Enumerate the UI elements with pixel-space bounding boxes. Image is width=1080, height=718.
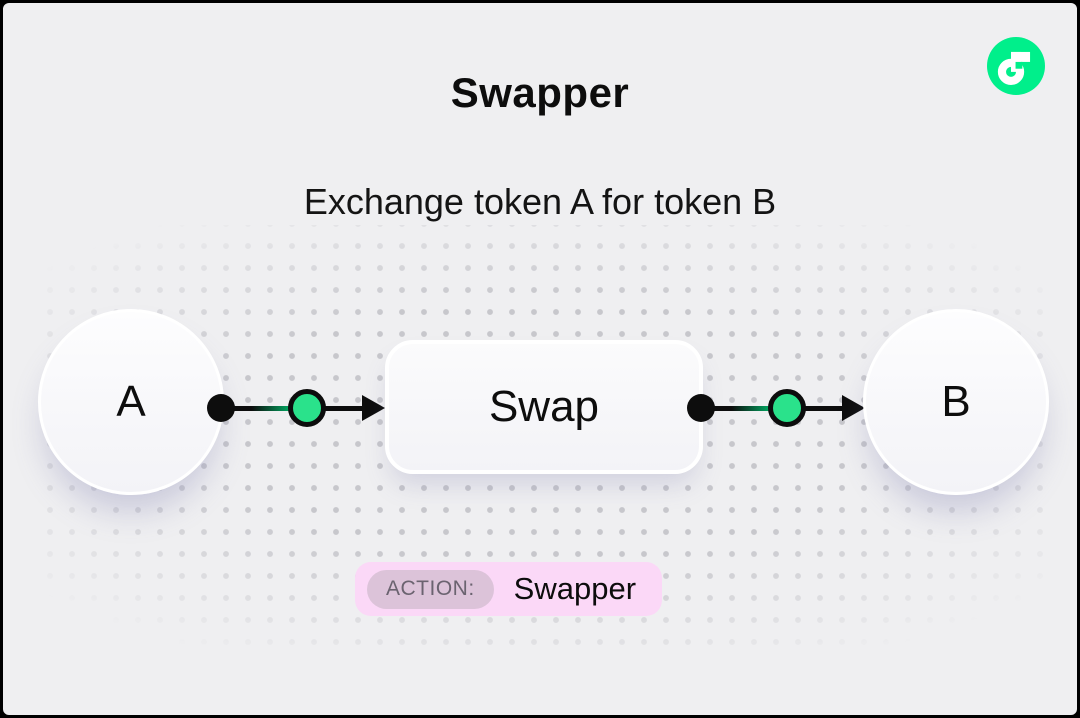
action-badge: ACTION: Swapper <box>355 562 663 616</box>
flow-logo-icon <box>987 37 1045 95</box>
node-token-a: A <box>38 309 224 495</box>
edge-a-to-swap <box>207 389 385 427</box>
action-badge-value: Swapper <box>513 571 637 606</box>
action-badge-label: ACTION: <box>367 569 494 609</box>
node-swap-label: Swap <box>488 382 600 431</box>
node-token-b-label: B <box>941 377 971 426</box>
arrowhead-icon <box>362 395 385 421</box>
arrowhead-icon <box>842 395 865 421</box>
edge-port-dot <box>288 389 326 427</box>
edge-port-dot <box>768 389 806 427</box>
node-token-b: B <box>863 309 1049 495</box>
page-title: Swapper <box>450 69 630 116</box>
page-subtitle: Exchange token A for token B <box>303 181 777 222</box>
node-swap: Swap <box>385 340 703 474</box>
edge-swap-to-b <box>687 389 865 427</box>
node-token-a-label: A <box>116 377 146 426</box>
